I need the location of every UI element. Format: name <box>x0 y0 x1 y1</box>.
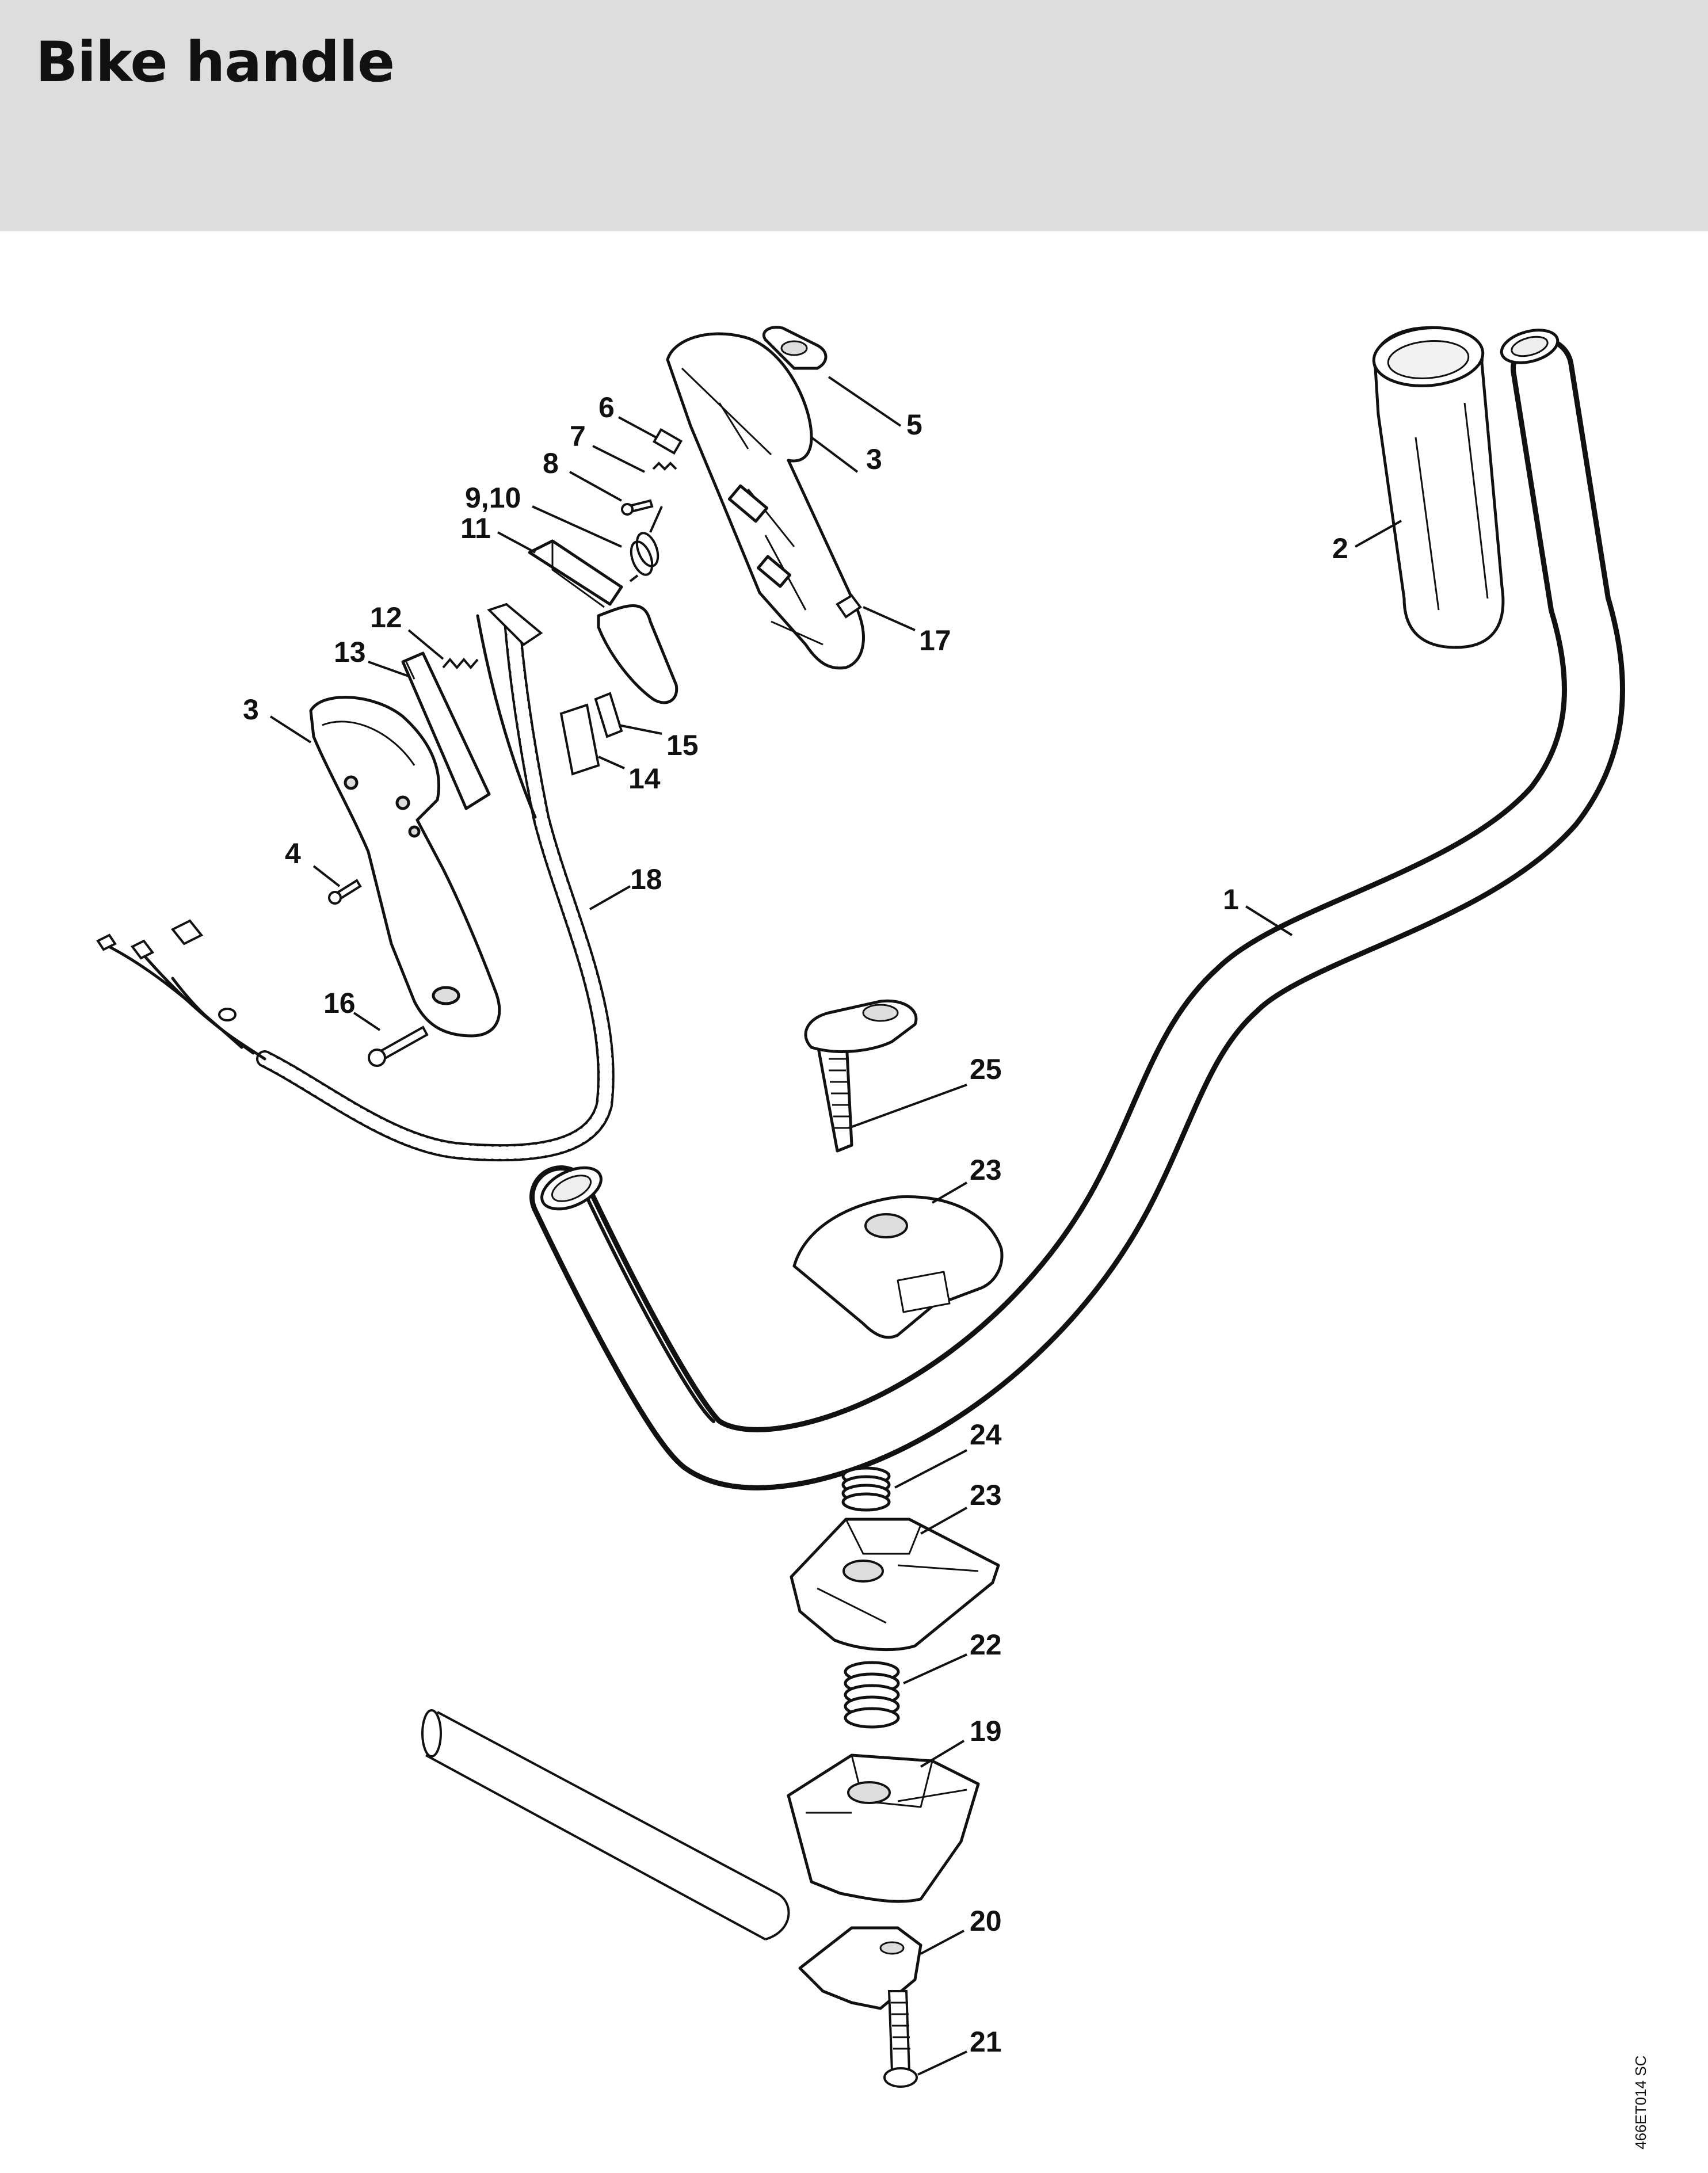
diagram-code: 466ET014 SC <box>1632 2056 1649 2149</box>
part-contact-6 <box>652 428 683 455</box>
callout-15: 15 <box>666 729 699 761</box>
part-grip <box>1372 326 1505 649</box>
callout-20: 20 <box>970 1905 1002 1937</box>
part-clamp-cap-23-upper <box>792 1195 1004 1339</box>
callout-21: 21 <box>970 2026 1002 2058</box>
callout-12: 12 <box>370 601 402 634</box>
part-spring-12 <box>442 657 479 670</box>
part-clamp-housing-19 <box>787 1753 980 1903</box>
part-throttle-cable-18 <box>96 603 615 1162</box>
leader-lines <box>269 376 1402 2076</box>
part-screw-21 <box>883 1990 918 2088</box>
part-handlebar-tube <box>529 329 1626 1490</box>
callout-6: 6 <box>598 391 615 424</box>
callout-25: 25 <box>970 1053 1002 1085</box>
callout-labels: 1 2 3 3 4 5 6 7 8 9,10 11 12 13 14 15 16… <box>243 391 1348 2058</box>
callout-7: 7 <box>570 420 586 452</box>
part-throttle-trigger <box>597 604 678 704</box>
part-handle-housing-lower <box>309 696 501 1038</box>
part-drive-tube <box>421 1709 790 1941</box>
callout-16: 16 <box>323 987 356 1019</box>
callout-14: 14 <box>628 763 661 795</box>
part-clamp-half-20 <box>798 1926 922 2010</box>
part-screw-16 <box>368 1025 429 1067</box>
header-band: Bike handle <box>0 0 1708 231</box>
callout-13: 13 <box>334 636 366 668</box>
callout-22: 22 <box>970 1629 1002 1661</box>
callout-2: 2 <box>1332 532 1348 565</box>
callout-8: 8 <box>543 447 559 479</box>
part-spring-24 <box>841 1466 891 1512</box>
callout-1: 1 <box>1223 883 1239 916</box>
callout-11: 11 <box>460 512 491 544</box>
part-plate-14 <box>559 703 600 776</box>
callout-9-10: 9,10 <box>465 482 521 514</box>
part-thumb-screw-25 <box>804 999 918 1153</box>
part-screw-4 <box>328 879 362 905</box>
part-plate-15 <box>594 692 623 738</box>
callout-24: 24 <box>970 1419 1002 1451</box>
part-screw-8 <box>621 499 654 516</box>
part-knob-5 <box>762 326 828 370</box>
callout-23-upper: 23 <box>970 1154 1002 1186</box>
callout-18: 18 <box>630 863 662 895</box>
callout-17: 17 <box>919 624 951 657</box>
part-torsion-spring-9-10 <box>629 506 663 582</box>
part-handle-housing-upper <box>666 332 865 670</box>
page-title: Bike handle <box>36 30 395 94</box>
part-nut-17 <box>836 594 862 619</box>
callout-19: 19 <box>970 1715 1002 1747</box>
callout-4: 4 <box>285 837 301 870</box>
part-lockout-lever-13 <box>401 651 491 810</box>
callout-23-lower: 23 <box>970 1479 1002 1511</box>
callout-3-upper: 3 <box>866 443 882 475</box>
callout-5: 5 <box>906 409 922 441</box>
part-bracket-11 <box>528 539 623 608</box>
part-spring-22 <box>844 1661 900 1729</box>
callout-3-lower: 3 <box>243 693 259 726</box>
part-spring-7 <box>652 462 677 471</box>
part-clamp-base-23-lower <box>790 1518 1000 1652</box>
